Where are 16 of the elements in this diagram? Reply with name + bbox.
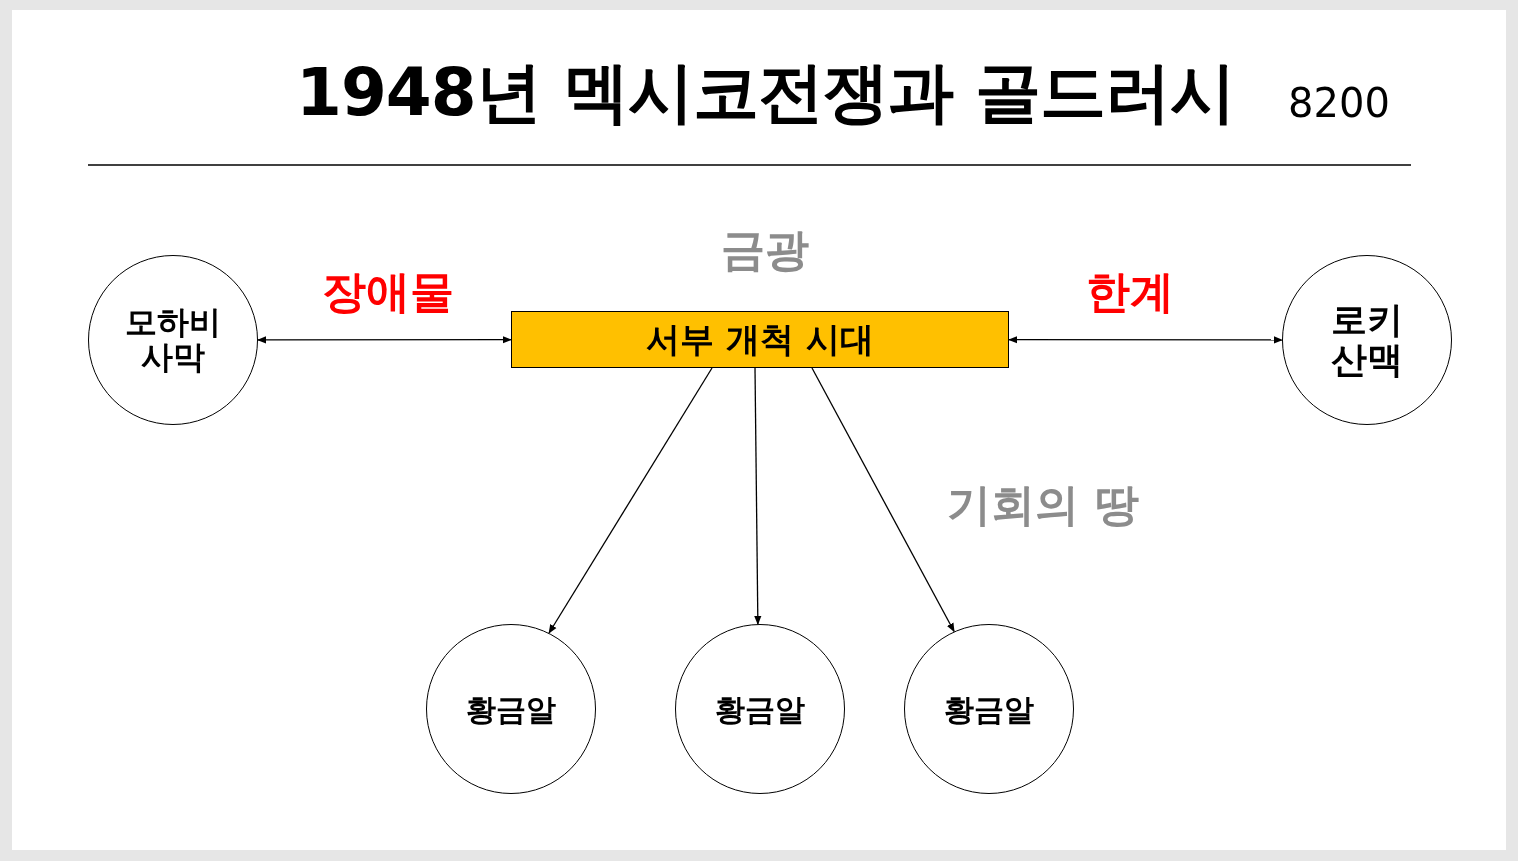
- arrow: [1008, 336, 1283, 344]
- process-box: [511, 311, 1009, 368]
- node-label: 서부 개척 시대: [646, 320, 874, 359]
- arrow: [811, 367, 955, 633]
- node-label: 황금알: [944, 692, 1034, 726]
- node-label: 황금알: [715, 692, 805, 726]
- annotation-text: 기회의 땅: [947, 477, 1139, 532]
- node-label: 황금알: [466, 692, 556, 726]
- slide-number: 8200: [1288, 80, 1390, 126]
- arrow: [754, 367, 762, 625]
- arrow: [257, 336, 512, 344]
- node-label: 로키 산맥: [1330, 300, 1404, 380]
- annotation-text: 금광: [721, 222, 809, 277]
- arrow: [548, 367, 713, 634]
- node-label: 모하비 사막: [124, 304, 222, 376]
- title: 1948년 멕시코전쟁과 골드러시: [296, 53, 1235, 133]
